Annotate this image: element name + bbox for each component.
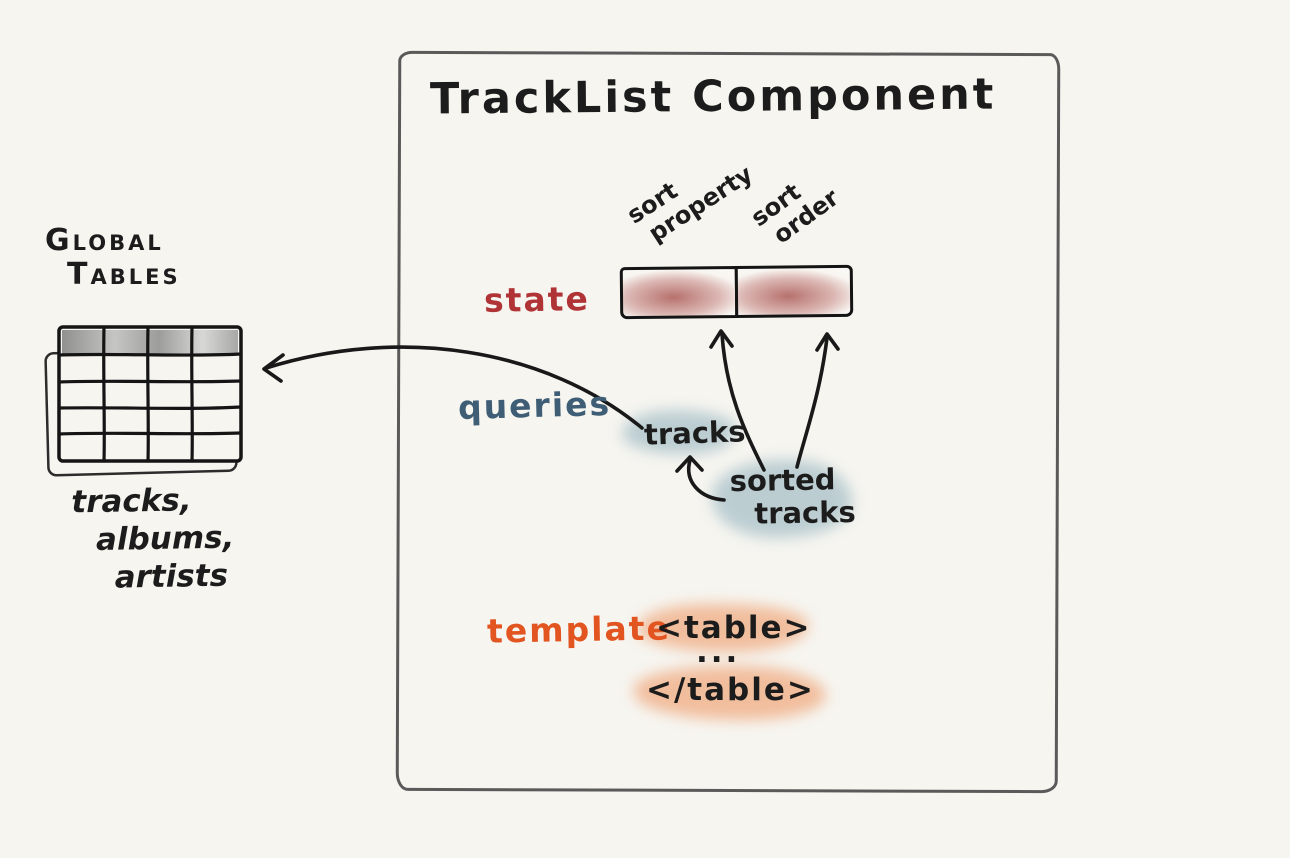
caption-line-albums: albums, [95,519,235,558]
state-field-sort-property [619,265,739,320]
state-label: state [483,279,591,320]
global-tables-title: Global Tables [45,224,181,292]
template-open-tag: <table> [656,610,812,646]
state-fields [619,264,853,320]
template-close-tag: </table> [646,672,815,708]
global-tables-title-line2: Tables [67,257,181,292]
template-label: template [486,608,672,651]
table-close-tag-highlight [634,666,826,720]
sorted-tracks-line1: sorted [729,462,836,499]
template-ellipsis: ... [696,634,741,670]
state-field-sort-order [734,264,853,319]
sorted-tracks-query: sorted tracks [729,462,857,531]
table-open-tag-highlight [638,604,808,652]
caption-line-tracks: tracks, [71,482,192,521]
global-tables-drawing [44,325,243,477]
table-header-shading [62,330,238,354]
global-tables-title-line1: Global [45,223,164,258]
global-tables-caption: tracks, albums, artists [71,481,235,598]
table-grid [57,325,243,463]
sorted-tracks-highlight [712,460,852,538]
sorted-tracks-line2: tracks [753,494,857,531]
caption-line-artists: artists [114,557,229,596]
component-title: TrackList Component [429,69,997,125]
tracks-query: tracks [643,414,747,452]
queries-label: queries [457,384,612,427]
